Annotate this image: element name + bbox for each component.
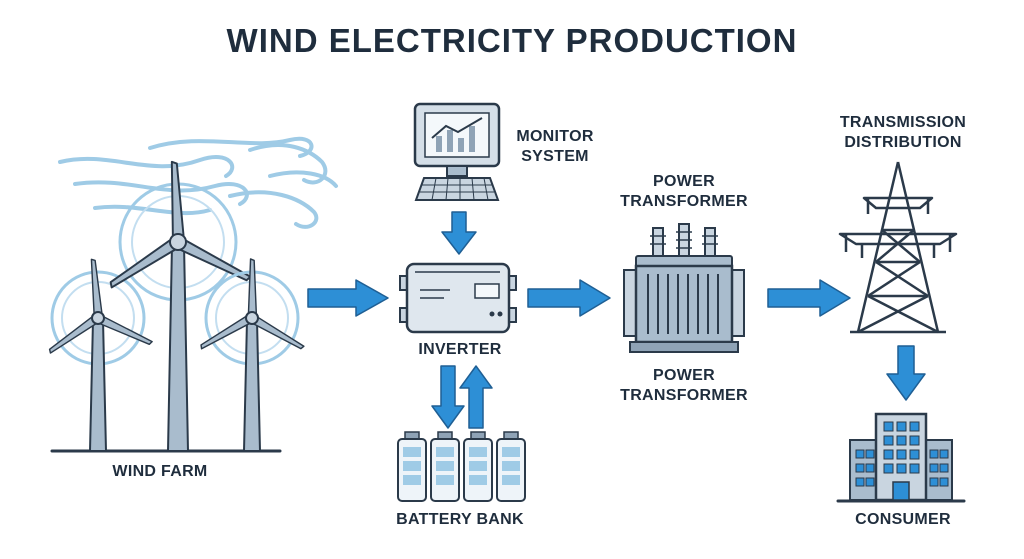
wind-farm-label: WIND FARM (112, 463, 208, 480)
inverter-label: INVERTER (418, 341, 502, 358)
battery-icon (397, 431, 427, 502)
wind-turbine-icon (197, 258, 306, 452)
inverter-icon (399, 262, 517, 334)
wind-farm (46, 160, 306, 453)
arrow-icon (527, 279, 611, 317)
battery-icon (463, 431, 493, 502)
building-icon (836, 412, 966, 503)
arrow-icon (886, 345, 926, 401)
power-transformer-bottom-label: POWER TRANSFORMER (620, 367, 748, 404)
arrow-icon (441, 211, 477, 255)
page-title: WIND ELECTRICITY PRODUCTION (226, 22, 798, 59)
wind-turbine-icon (106, 160, 253, 452)
keyboard-icon (414, 177, 500, 201)
consumer-label: CONSUMER (855, 511, 951, 528)
transformer-icon (623, 223, 745, 353)
wind-swirl-icon (58, 136, 338, 229)
battery-bank (397, 431, 526, 502)
monitor-icon (413, 102, 501, 177)
arrow-icon (307, 279, 389, 317)
battery-icon (430, 431, 460, 502)
arrow-icon (459, 365, 493, 429)
arrow-icon (431, 365, 465, 429)
arrow-icon (767, 279, 851, 317)
battery-bank-label: BATTERY BANK (396, 511, 524, 528)
pylon-icon (838, 161, 958, 334)
power-transformer-top-label: POWER TRANSFORMER (620, 173, 748, 210)
wind-turbine-icon (46, 258, 154, 452)
battery-icon (496, 431, 526, 502)
transmission-distribution-label: TRANSMISSION DISTRIBUTION (839, 114, 967, 151)
monitor-system-label: MONITOR SYSTEM (516, 128, 594, 165)
